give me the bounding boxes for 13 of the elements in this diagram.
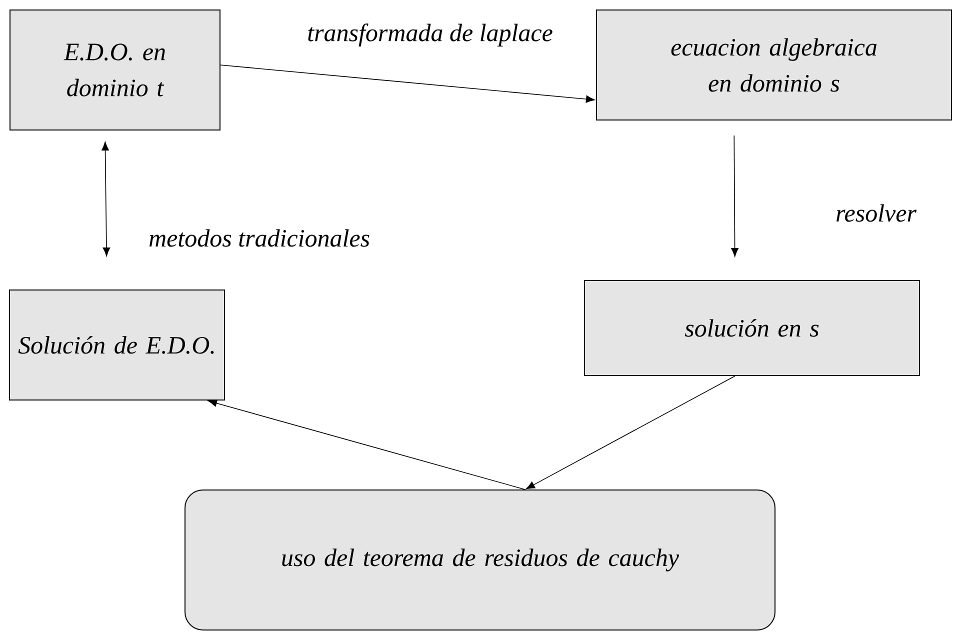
arrow — [220, 64, 595, 103]
edge-label: resolver — [836, 204, 917, 222]
edge-label: metodos tradicionales — [149, 229, 370, 247]
arrow — [208, 400, 526, 490]
process-box: E.D.O. en dominio t — [10, 10, 220, 130]
process-box: ecuacion algebraica en dominio s — [596, 10, 952, 120]
edge-label: transformada de laplace — [308, 24, 552, 46]
rounded-box: uso del teorema de residuos de cauchy — [184, 490, 776, 630]
arrow — [731, 135, 738, 257]
process-box: Solución de E.D.O. — [9, 290, 225, 400]
arrow — [102, 142, 110, 256]
arrow — [526, 376, 736, 490]
process-box: solución en s — [584, 280, 920, 376]
